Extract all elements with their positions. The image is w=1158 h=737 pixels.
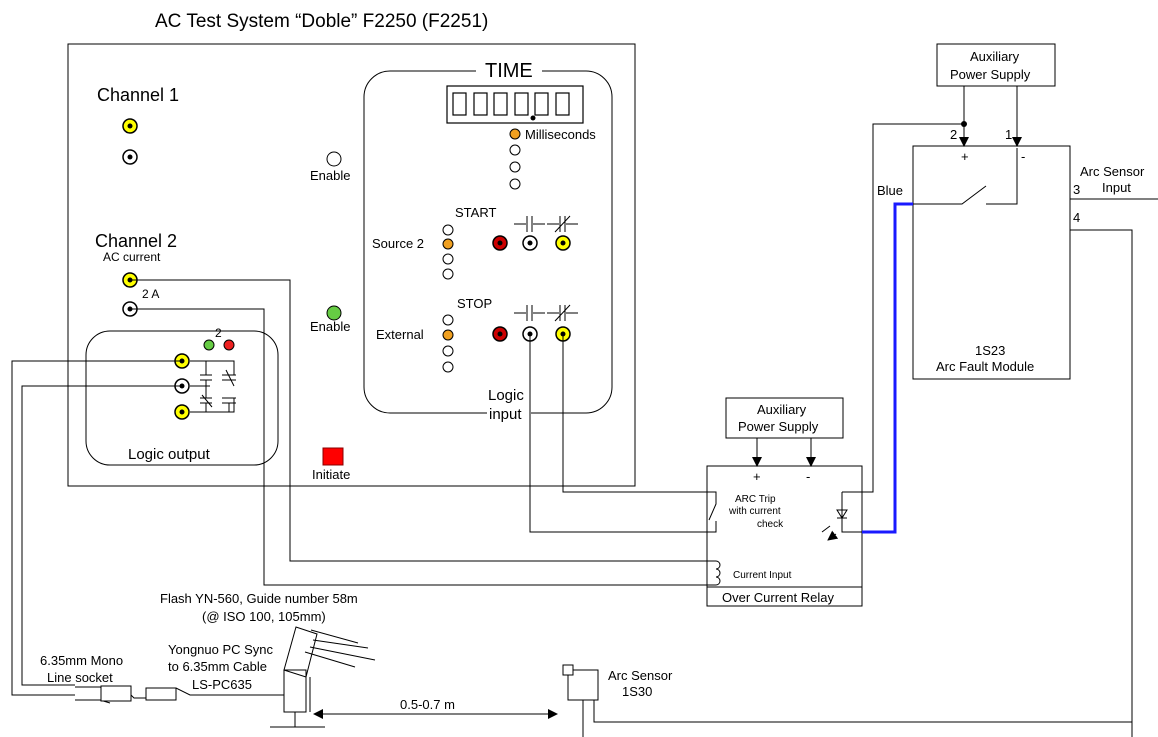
arc-sensor-label-line2: 1S30: [622, 684, 652, 699]
distance-label: 0.5-0.7 m: [400, 697, 455, 712]
cable-label-line2: to 6.35mm Cable: [168, 659, 267, 674]
blue-wire: [862, 202, 913, 534]
arc-sensor-input-label-2: Input: [1102, 180, 1131, 195]
aux-power-relay-line1: Auxiliary: [757, 402, 807, 417]
arc-module-blue-label: Blue: [877, 183, 903, 198]
relay-current-input: Current Input: [733, 570, 792, 581]
enable-led-2: [326, 305, 342, 321]
channel-1-label: Channel 1: [97, 85, 179, 105]
two-amp-label: 2 A: [142, 287, 159, 301]
source2-label: Source 2: [372, 236, 424, 251]
logic-output-number: 2: [215, 326, 222, 340]
arc-fault-module: [912, 145, 1071, 380]
relay-arc-trip-2: with current: [728, 506, 781, 517]
relay-plus: +: [753, 469, 761, 484]
stop-contact-symbols-icon: [514, 304, 578, 322]
arc-sensor-icon: [562, 664, 599, 701]
relay-current-coil-icon: [707, 560, 721, 586]
relay-minus: -: [806, 469, 810, 484]
arc-module-plus: +: [961, 149, 969, 164]
socket-label-line2: Line socket: [47, 670, 113, 685]
cable-label-line1: Yongnuo PC Sync: [168, 642, 274, 657]
flash-label-line1: Flash YN-560, Guide number 58m: [160, 591, 358, 606]
source2-led: [442, 238, 454, 250]
arc-sensor-label-line1: Arc Sensor: [608, 668, 673, 683]
aux-power-supply-top: [936, 43, 1056, 87]
time-display-digits: [452, 92, 570, 116]
mono-line-socket: [100, 685, 132, 702]
milliseconds-label: Milliseconds: [525, 127, 596, 142]
enable-label-1: Enable: [310, 168, 350, 183]
external-led: [442, 329, 454, 341]
initiate-button[interactable]: [322, 447, 344, 466]
arc-module-terminal-1: 1: [1005, 127, 1012, 142]
flash-label-line2: (@ ISO 100, 105mm): [202, 609, 326, 624]
stop-label: STOP: [457, 296, 492, 311]
relay-name: Over Current Relay: [722, 590, 834, 605]
flash-unit-icon: [270, 626, 376, 728]
logic-output-led-red: [223, 339, 235, 351]
arc-module-terminal-4: 4: [1073, 210, 1080, 225]
socket-label-line1: 6.35mm Mono: [40, 653, 123, 668]
relay-arc-trip-3: check: [757, 519, 784, 530]
diagram-title: AC Test System “Doble” F2250 (F2251): [155, 11, 488, 32]
milliseconds-led: [509, 128, 521, 140]
arc-module-internal-switch-icon: [913, 148, 1018, 205]
initiate-label: Initiate: [312, 467, 350, 482]
relay-arc-trip-1: ARC Trip: [735, 494, 776, 505]
logic-output-label: Logic output: [128, 446, 211, 463]
doble-test-set-panel: [67, 43, 636, 487]
arc-sensor-input-label-1: Arc Sensor: [1080, 164, 1145, 179]
logic-output-box: [85, 330, 279, 466]
external-label: External: [376, 327, 424, 342]
arc-module-name: 1S23: [975, 343, 1005, 358]
arc-module-minus: -: [1021, 149, 1025, 164]
over-current-relay: [706, 465, 863, 607]
enable-label-2: Enable: [310, 319, 350, 334]
logic-output-contacts-icon: [190, 360, 236, 413]
relay-trip-contact-icon: [707, 491, 717, 533]
aux-power-relay-line2: Power Supply: [738, 419, 819, 434]
logic-output-led-green: [203, 339, 215, 351]
sync-plug: [145, 687, 177, 701]
enable-led-1: [326, 151, 342, 167]
start-label: START: [455, 205, 496, 220]
aux-power-supply-relay: [725, 397, 844, 439]
time-label: TIME: [485, 60, 533, 82]
ac-current-label: AC current: [103, 250, 161, 264]
arc-module-terminal-3: 3: [1073, 182, 1080, 197]
arc-module-terminal-2: 2: [950, 127, 957, 142]
cable-label-line3: LS-PC635: [192, 677, 252, 692]
logic-input-label-1: Logic: [488, 387, 524, 404]
arc-module-desc: Arc Fault Module: [936, 359, 1034, 374]
wires: [11, 86, 1158, 737]
aux-power-top-line2: Power Supply: [950, 67, 1031, 82]
start-contact-symbols-icon: [514, 215, 578, 233]
logic-input-label-2: input: [489, 406, 522, 423]
aux-power-top-line1: Auxiliary: [970, 49, 1020, 64]
channel-2-label: Channel 2: [95, 231, 177, 251]
